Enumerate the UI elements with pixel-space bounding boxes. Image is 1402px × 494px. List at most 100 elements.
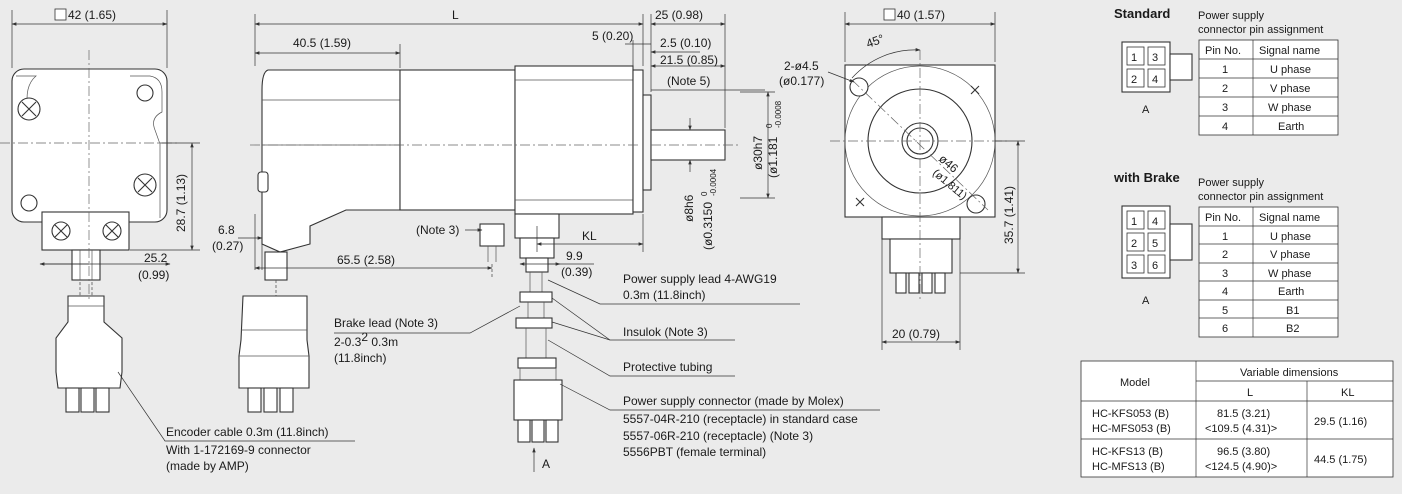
std-row3-signal: W phase — [1268, 102, 1311, 114]
dim-25: 25 (0.98) — [650, 8, 726, 128]
brk-pin-1: 1 — [1131, 216, 1137, 228]
shaft30-tol-up: 0 — [765, 123, 774, 128]
var-row1-L1: 81.5 (3.21) — [1217, 408, 1270, 420]
brake-pin-table — [1198, 206, 1339, 338]
dim-20: 20 (0.79) — [881, 239, 961, 350]
dim-sq42: 42 (1.65) — [11, 8, 168, 68]
L-label: L — [452, 8, 459, 22]
arrow-a-label: A — [542, 457, 550, 471]
std-head-signal: Signal name — [1259, 45, 1320, 57]
callout-brake-lead: Brake lead (Note 3) 2-0.32 0.3m (11.8inc… — [334, 305, 521, 365]
dim-25-2: 25.2 (0.99) — [39, 251, 171, 282]
std-pin-4: 4 — [1152, 74, 1158, 86]
brk-row3-pin: 3 — [1222, 268, 1228, 280]
brk-row1-signal: U phase — [1270, 231, 1311, 243]
brk-view-label: A — [1142, 295, 1150, 307]
callout-tubing: Protective tubing — [547, 339, 735, 377]
shaft8-label: ø8h6 — [682, 194, 696, 222]
brk-pin-2: 2 — [1131, 238, 1137, 250]
brk-row6-signal: B2 — [1286, 323, 1299, 335]
var-row2-model1: HC-KFS13 (B) — [1092, 446, 1163, 458]
d6-8-inch-label: (0.27) — [212, 239, 243, 253]
shaft8-inch-label: (ø0.3150 — [701, 202, 715, 250]
dim-9-9: 9.9 (0.39) — [519, 249, 594, 279]
encoder-line1: Encoder cable 0.3m (11.8inch) — [166, 425, 329, 439]
molex-line1: Power supply connector (made by Molex) — [623, 394, 844, 408]
brk-pin-5: 5 — [1152, 238, 1158, 250]
callout-insulok: Insulok (Note 3) — [551, 297, 735, 341]
var-row2-L2: <124.5 (4.90)> — [1205, 461, 1277, 473]
var-head-group: Variable dimensions — [1240, 367, 1339, 379]
var-head-model: Model — [1120, 377, 1150, 389]
brk-row3-signal: W phase — [1268, 268, 1311, 280]
brk-head-pin: Pin No. — [1205, 212, 1241, 224]
callout-molex: Power supply connector (made by Molex) 5… — [559, 383, 880, 459]
d21-5-label: 21.5 (0.85) — [660, 53, 718, 67]
dim-hole: 2-ø4.5 (ø0.177) — [779, 59, 855, 88]
molex-line2: 5557-04R-210 (receptacle) in standard ca… — [623, 412, 858, 426]
dim-KL: KL — [536, 214, 644, 252]
std-pin-1: 1 — [1131, 52, 1137, 64]
hole-inch-label: (ø0.177) — [779, 74, 824, 88]
d40-5-label: 40.5 (1.59) — [293, 36, 351, 50]
standard-desc-2: connector pin assignment — [1198, 24, 1323, 36]
sq40-label: 40 (1.57) — [897, 8, 945, 22]
standard-pin-section: Standard Power supply connector pin assi… — [1114, 6, 1339, 136]
brk-pin-6: 6 — [1152, 260, 1158, 272]
std-row1-pin: 1 — [1222, 64, 1228, 76]
power-lead-line2: 0.3m (11.8inch) — [623, 288, 705, 302]
brk-row5-signal: B1 — [1286, 305, 1299, 317]
tubing-label: Protective tubing — [623, 360, 712, 374]
variable-dimensions-table: Model Variable dimensions L KL HC-KFS053… — [1080, 360, 1394, 478]
shaft8-tol-lo: -0.0004 — [709, 168, 718, 196]
angle-label: 45° — [864, 31, 886, 50]
var-row1-L2: <109.5 (4.31)> — [1205, 423, 1277, 435]
d25-label: 25 (0.98) — [655, 8, 703, 22]
std-row4-signal: Earth — [1278, 121, 1304, 133]
note5-label: (Note 5) — [667, 74, 710, 88]
flange-front-view — [830, 50, 1010, 300]
std-row2-signal: V phase — [1270, 83, 1310, 95]
brake-desc-2: connector pin assignment — [1198, 191, 1323, 203]
std-pin-2: 2 — [1131, 74, 1137, 86]
std-row1-signal: U phase — [1270, 64, 1311, 76]
brk-row2-signal: V phase — [1270, 249, 1310, 261]
d9-9-label: 9.9 — [566, 249, 583, 263]
d25-2-inch-label: (0.99) — [138, 268, 169, 282]
std-pin-3: 3 — [1152, 52, 1158, 64]
callout-power-lead: Power supply lead 4-AWG19 0.3m (11.8inch… — [547, 272, 800, 305]
brk-row4-pin: 4 — [1222, 286, 1228, 298]
std-head-pin: Pin No. — [1205, 45, 1241, 57]
brake-line2: 2-0.32 0.3m — [334, 330, 398, 349]
var-row2-L1: 96.5 (3.80) — [1217, 446, 1270, 458]
view-arrow-a: A — [532, 447, 550, 472]
brake-desc-1: Power supply — [1198, 177, 1265, 189]
var-row2-KL: 44.5 (1.75) — [1314, 454, 1367, 466]
var-row1-model1: HC-KFS053 (B) — [1092, 408, 1169, 420]
brake-pin-section: with Brake Power supply connector pin as… — [1113, 170, 1339, 338]
brk-pin-4: 4 — [1152, 216, 1158, 228]
std-row2-pin: 2 — [1222, 83, 1228, 95]
std-row3-pin: 3 — [1222, 102, 1228, 114]
std-row4-pin: 4 — [1222, 121, 1228, 133]
brk-row1-pin: 1 — [1222, 231, 1228, 243]
var-row1-model2: HC-MFS053 (B) — [1092, 423, 1171, 435]
encoder-line2: With 1-172169-9 connector — [166, 443, 311, 457]
insulok-label: Insulok (Note 3) — [623, 325, 708, 339]
molex-line4: 5556PBT (female terminal) — [623, 445, 766, 459]
dim-shaft30: ø30h7 (ø1.181 0 -0.0008 — [740, 91, 783, 199]
brk-row4-signal: Earth — [1278, 286, 1304, 298]
var-row2-model2: HC-MFS13 (B) — [1092, 461, 1165, 473]
motor-side-view — [238, 65, 740, 443]
dim-5: 5 (0.20) — [592, 29, 651, 66]
hole-label: 2-ø4.5 — [784, 59, 819, 73]
shaft30-label: ø30h7 — [751, 136, 765, 170]
shaft30-tol-lo: -0.0008 — [774, 100, 783, 128]
dim-35-7: 35.7 (1.41) — [960, 140, 1025, 274]
var-head-L: L — [1247, 387, 1253, 399]
KL-label: KL — [582, 229, 597, 243]
dim-28-7: 28.7 (1.13) — [130, 142, 200, 251]
standard-desc-1: Power supply — [1198, 10, 1265, 22]
